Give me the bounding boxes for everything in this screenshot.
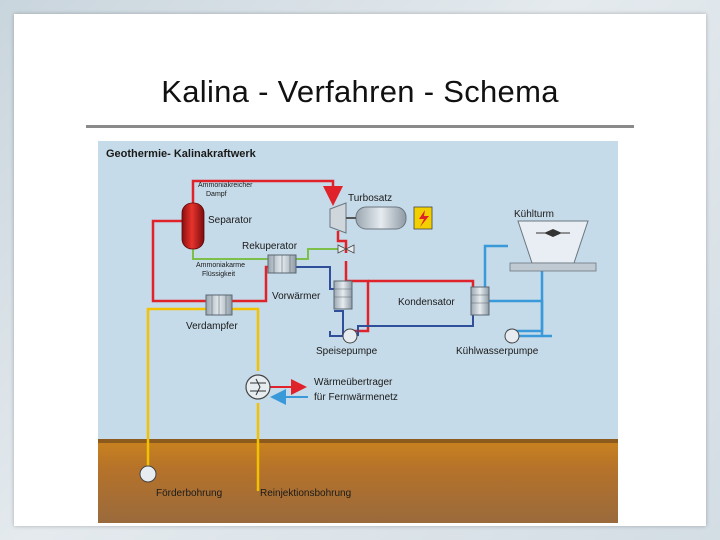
- label-condenser: Kondensator: [398, 297, 455, 308]
- label-production-well: Förderbohrung: [156, 488, 222, 499]
- preheater-heat-exchanger: [333, 280, 353, 310]
- label-ammonia-vapor-1: Ammoniakreicher: [198, 182, 253, 189]
- label-turbine: Turbosatz: [348, 193, 392, 204]
- kalina-process-diagram: Geothermie- Kalinakraftwerk: [98, 141, 618, 523]
- slide-title: Kalina - Verfahren - Schema: [161, 74, 559, 109]
- geothermal-fluid-pipes: [146, 307, 260, 491]
- ground-surface-line: [98, 439, 618, 443]
- evaporator-heat-exchanger: [205, 294, 233, 316]
- lightning-icon: [413, 206, 433, 230]
- ground-layer: [98, 441, 618, 523]
- feed-pump-icon: [342, 328, 358, 344]
- label-heat-exchanger-2: für Fernwärmenetz: [314, 392, 398, 403]
- label-reinjection-well: Reinjektionsbohrung: [260, 488, 351, 499]
- separator-vessel: [181, 202, 205, 250]
- label-recuperator: Rekuperator: [242, 241, 298, 252]
- production-well-pump-icon: [139, 465, 157, 483]
- label-evaporator: Verdampfer: [186, 321, 238, 332]
- diagram-heading: Geothermie- Kalinakraftwerk: [106, 148, 257, 160]
- label-cooling-tower: Kühlturm: [514, 209, 554, 220]
- turbine: [329, 202, 347, 234]
- generator: [355, 206, 407, 230]
- label-ammonia-liquid-2: Flüssigkeit: [202, 271, 235, 278]
- diagram-background: [98, 141, 618, 441]
- control-valve-icon: [337, 244, 355, 254]
- cooling-tower: [509, 220, 597, 272]
- label-heat-exchanger-1: Wärmeübertrager: [314, 377, 393, 388]
- label-cooling-water-pump: Kühlwasserpumpe: [456, 346, 539, 357]
- label-separator: Separator: [208, 215, 253, 226]
- cooling-water-pump-icon: [504, 328, 520, 344]
- label-feed-pump: Speisepumpe: [316, 346, 378, 357]
- recuperator-heat-exchanger: [267, 254, 297, 274]
- district-heat-exchanger-icon: [245, 374, 271, 400]
- label-ammonia-liquid-1: Ammoniakarme: [196, 262, 245, 269]
- label-ammonia-vapor-2: Dampf: [206, 191, 227, 198]
- condenser-heat-exchanger: [470, 286, 490, 316]
- label-preheater: Vorwärmer: [272, 291, 321, 302]
- title-divider: [86, 125, 634, 128]
- ammonia-liquid-pipe: [192, 241, 338, 260]
